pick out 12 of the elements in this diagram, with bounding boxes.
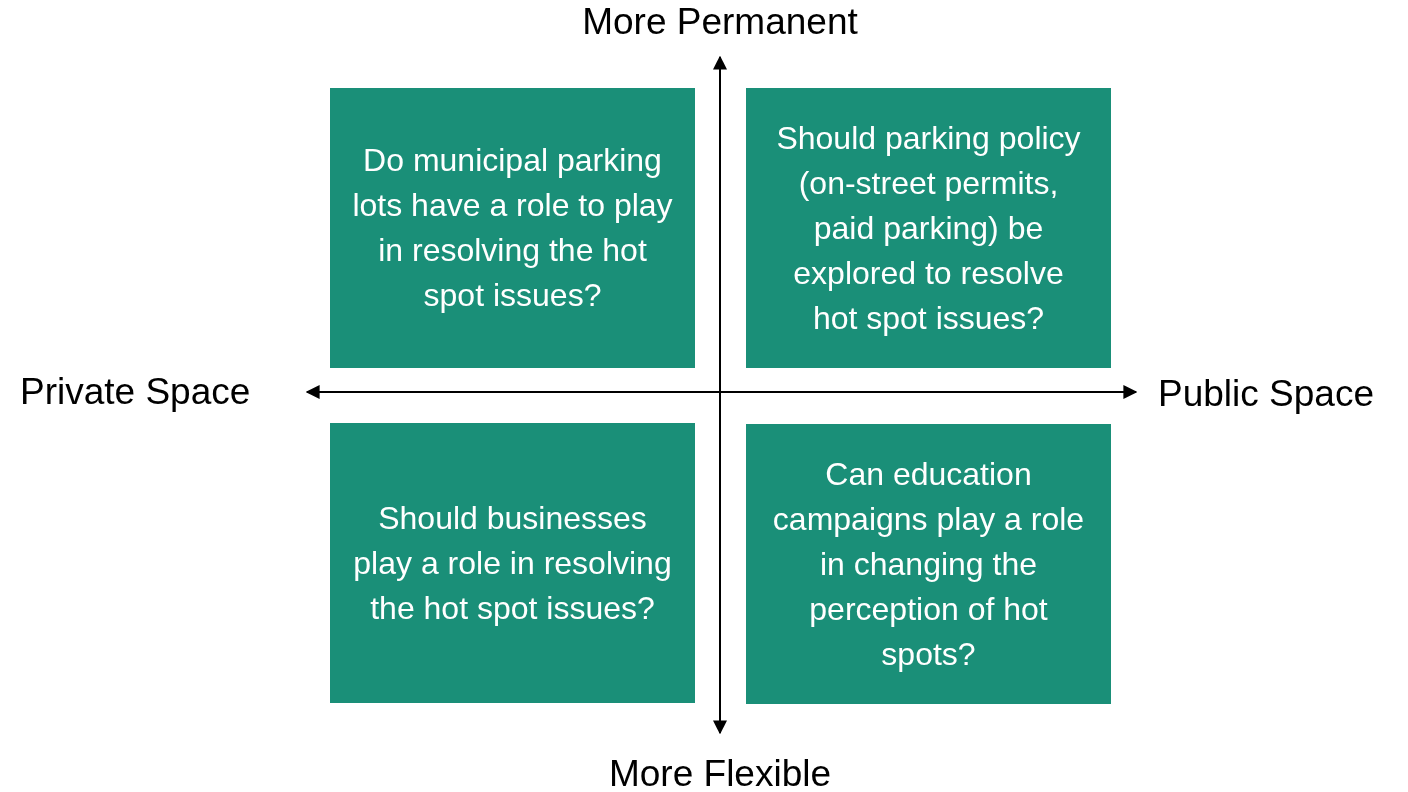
axis-label: Public Space [1158,372,1374,416]
question-text: Can education campaigns play a role in changing the perception of hot spots? [771,454,1086,674]
axis-label: More Permanent [582,0,858,44]
question-box [746,424,1111,704]
question-text: Do municipal parking lots have a role to play in resolving the hot spot issues? [352,141,673,315]
question-box [330,88,695,368]
question-box [746,88,1111,368]
question-box [330,423,695,703]
axis-label: Private Space [20,370,251,414]
axis-label: More Flexible [608,752,832,792]
question-text: Should parking policy (on-street permits, paid parking) be explored to resolve hot spot issues? [775,118,1082,338]
question-text: Should businesses play a role in resolving the hot spot issues? [352,498,673,628]
